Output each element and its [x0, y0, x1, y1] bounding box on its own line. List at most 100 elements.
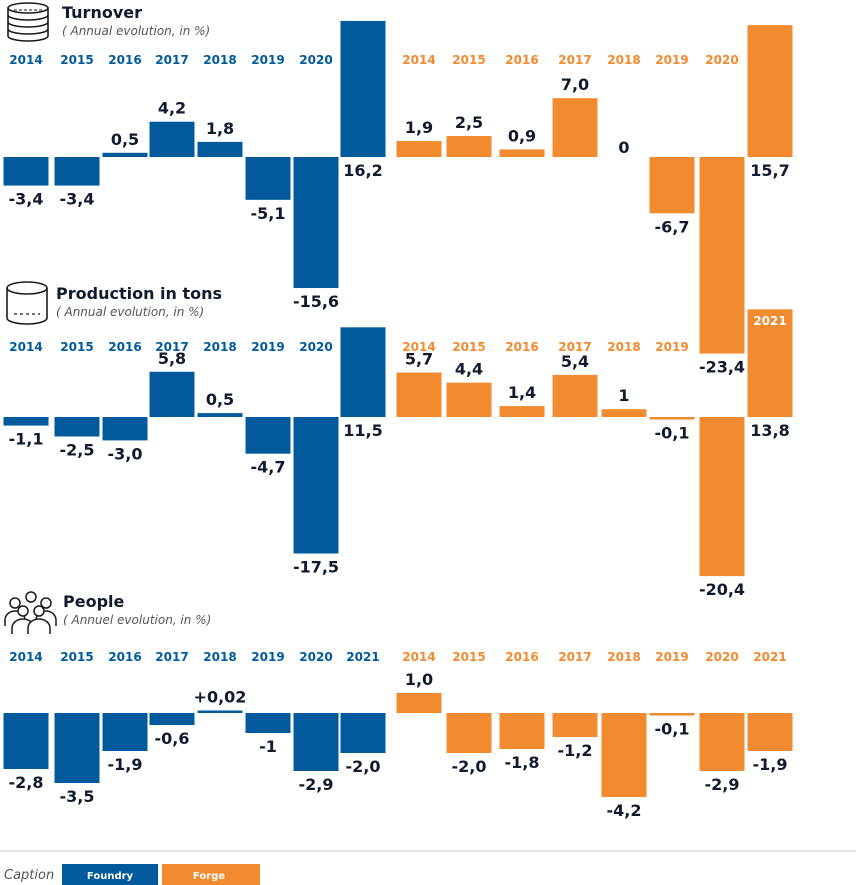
value-label-foundry-2015: -3,5: [60, 787, 95, 806]
value-label-foundry-2019: -1: [259, 737, 277, 756]
value-label-foundry-2017: 4,2: [158, 99, 186, 118]
bar-forge-2018: [601, 409, 647, 417]
year-label-forge-2016: 2016: [505, 340, 538, 354]
value-label-forge-2020: -2,9: [705, 775, 740, 794]
year-label-foundry-2019: 2019: [251, 340, 284, 354]
year-label-foundry-2017: 2017: [155, 53, 188, 67]
value-label-foundry-2020: -2,9: [299, 775, 334, 794]
people-group-icon: [4, 591, 57, 634]
year-label-foundry-2020: 2020: [299, 650, 332, 664]
bar-foundry-2018: [197, 141, 243, 157]
year-label-foundry-2015: 2015: [60, 340, 93, 354]
cylinder-icon: [6, 281, 48, 325]
bar-forge-2019: [649, 157, 695, 214]
value-label-forge-2014: 1,9: [405, 118, 433, 137]
year-label-foundry-2016: 2016: [108, 53, 141, 67]
bar-foundry-2015: [54, 417, 100, 437]
value-label-foundry-2021: 11,5: [343, 421, 382, 440]
bar-forge-2016: [499, 406, 545, 417]
value-label-foundry-2017: 5,8: [158, 349, 186, 368]
legend-caption: Caption: [4, 868, 54, 883]
bar-foundry-2018: [197, 710, 243, 713]
bar-forge-2017: [552, 374, 598, 417]
value-label-foundry-2017: -0,6: [155, 729, 190, 748]
production-title: Production in tons: [56, 284, 222, 303]
value-label-forge-2020: -23,4: [699, 358, 745, 377]
value-label-forge-2014: 1,0: [405, 670, 433, 689]
year-label-foundry-2021: 2021: [346, 650, 379, 664]
year-label-forge-2017: 2017: [558, 340, 591, 354]
bar-forge-2017: [552, 713, 598, 737]
production-panel: Production in tons ( Annual evolution, i…: [3, 281, 793, 599]
year-label-foundry-2014: 2014: [9, 53, 42, 67]
value-label-foundry-2021: -2,0: [346, 757, 381, 776]
value-label-forge-2021: 13,8: [750, 421, 789, 440]
year-label-foundry-2017: 2017: [155, 340, 188, 354]
year-label-foundry-2015: 2015: [60, 53, 93, 67]
legend-swatch-forge: [162, 864, 260, 885]
bar-forge-2015: [446, 136, 492, 157]
year-label-forge-2020: 2020: [705, 53, 738, 67]
year-label-foundry-2015: 2015: [60, 650, 93, 664]
year-label-forge-2017: 2017: [558, 53, 591, 67]
year-label-forge-2014: 2014: [402, 650, 435, 664]
bar-forge-2014: [396, 141, 442, 157]
year-label-foundry-2016: 2016: [108, 650, 141, 664]
value-label-forge-2021: -1,9: [753, 755, 788, 774]
year-label-forge-2016: 2016: [505, 650, 538, 664]
value-label-forge-2016: -1,8: [505, 753, 540, 772]
bar-foundry-2021: [340, 327, 386, 417]
value-label-forge-2018: 0: [618, 138, 629, 157]
year-label-foundry-2018: 2018: [203, 340, 236, 354]
value-label-foundry-2015: -2,5: [60, 441, 95, 460]
bar-forge-2021: [747, 309, 793, 417]
legend: Caption Foundry Forge: [0, 850, 856, 885]
production-subtitle: ( Annual evolution, in %): [56, 305, 204, 319]
value-label-forge-2019: -0,1: [655, 424, 690, 443]
value-label-foundry-2020: -17,5: [293, 558, 339, 577]
value-label-foundry-2018: +0,02: [194, 688, 247, 707]
value-label-forge-2016: 0,9: [508, 126, 536, 145]
bar-foundry-2016: [102, 417, 148, 441]
value-label-foundry-2016: -1,9: [108, 755, 143, 774]
year-label-forge-2015: 2015: [452, 340, 485, 354]
value-label-foundry-2014: -2,8: [9, 773, 44, 792]
year-label-forge-2019: 2019: [655, 53, 688, 67]
year-label-forge-2019: 2019: [655, 650, 688, 664]
bar-foundry-2017: [149, 371, 195, 417]
bar-foundry-2018: [197, 413, 243, 417]
year-label-foundry-2020: 2020: [299, 53, 332, 67]
year-label-forge-2018: 2018: [607, 53, 640, 67]
year-label-foundry-2021: 2021: [346, 8, 379, 22]
year-label-foundry-2017: 2017: [155, 650, 188, 664]
turnover-panel: Turnover ( Annual evolution, in %) 2014-…: [3, 2, 793, 377]
year-label-foundry-2020: 2020: [299, 340, 332, 354]
bar-foundry-2019: [245, 417, 291, 454]
legend-swatch-foundry: [62, 864, 158, 885]
people-panel: People ( Annuel evolution, in %) 2014-2,…: [3, 591, 793, 820]
bar-forge-2014: [396, 693, 442, 713]
bar-forge-2018: [601, 713, 647, 797]
year-label-foundry-2014: 2014: [9, 340, 42, 354]
value-label-foundry-2018: 0,5: [206, 390, 234, 409]
bar-foundry-2014: [3, 713, 49, 769]
bar-foundry-2021: [340, 713, 386, 753]
bar-forge-2020: [699, 157, 745, 354]
value-label-forge-2015: -2,0: [452, 757, 487, 776]
bar-foundry-2016: [102, 713, 148, 751]
bar-foundry-2016: [102, 152, 148, 157]
bar-foundry-2020: [293, 713, 339, 771]
bar-forge-2020: [699, 417, 745, 577]
people-title: People: [63, 592, 125, 611]
bar-foundry-2020: [293, 157, 339, 289]
value-label-foundry-2020: -15,6: [293, 292, 339, 311]
bar-forge-2016: [499, 149, 545, 157]
year-label-forge-2021: 2021: [753, 8, 786, 22]
bar-forge-2021: [747, 713, 793, 751]
bar-forge-2015: [446, 382, 492, 417]
value-label-forge-2016: 1,4: [508, 383, 536, 402]
value-label-foundry-2014: -1,1: [9, 430, 44, 449]
value-label-foundry-2019: -5,1: [251, 204, 286, 223]
year-label-foundry-2018: 2018: [203, 53, 236, 67]
